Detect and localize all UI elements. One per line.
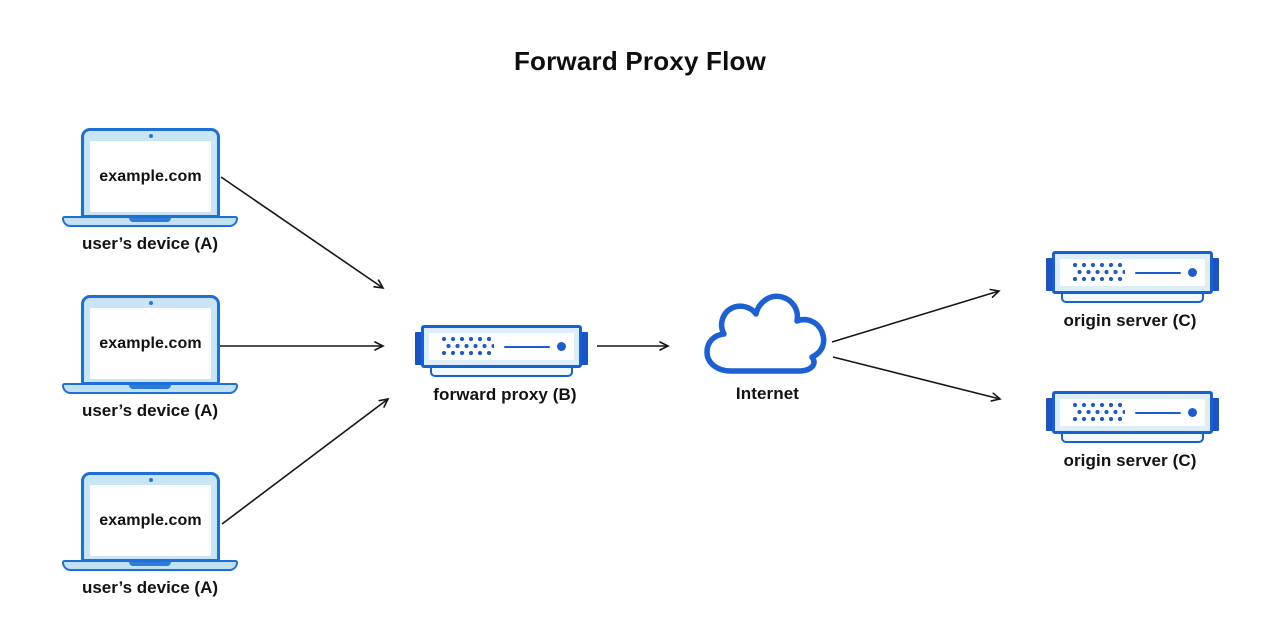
server-side-tab xyxy=(1046,258,1056,291)
server-side-tab xyxy=(415,332,425,365)
arrow-device1-to-proxy xyxy=(220,176,385,290)
forward-proxy-node xyxy=(415,325,588,377)
server-vents-icon xyxy=(442,337,494,356)
camera-dot-icon xyxy=(148,134,153,138)
cloud-icon xyxy=(704,293,827,374)
laptop-base xyxy=(62,383,238,394)
user-device-node-3: example.com user’s device (A) xyxy=(62,472,238,598)
server-side-tab xyxy=(1209,398,1219,431)
laptop-base xyxy=(62,560,238,571)
user-device-node-1: example.com user’s device (A) xyxy=(62,128,238,254)
laptop-icon: example.com xyxy=(81,295,220,385)
origin-server-node-2 xyxy=(1046,391,1219,443)
camera-dot-icon xyxy=(148,478,153,482)
device-screen-text: example.com xyxy=(90,485,211,556)
server-icon xyxy=(1052,251,1213,294)
server-slot-line xyxy=(504,345,550,348)
server-base xyxy=(1061,294,1204,303)
server-power-dot xyxy=(557,342,566,351)
device-label: user’s device (A) xyxy=(81,234,219,253)
server-vents-icon xyxy=(1073,263,1125,282)
server-slot-line xyxy=(1135,411,1181,414)
server-power-dot xyxy=(1188,408,1197,417)
proxy-label: forward proxy (B) xyxy=(433,385,577,404)
server-front-panel xyxy=(429,333,574,360)
server-icon xyxy=(421,325,582,368)
laptop-notch xyxy=(129,218,171,222)
device-label: user’s device (A) xyxy=(81,401,219,420)
server-front-panel xyxy=(1060,399,1205,426)
arrow-device3-to-proxy xyxy=(221,397,390,525)
server-power-dot xyxy=(1188,268,1197,277)
laptop-notch xyxy=(129,385,171,389)
arrow-internet-to-origin2 xyxy=(832,356,1002,402)
laptop-icon: example.com xyxy=(81,128,220,218)
server-front-panel xyxy=(1060,259,1205,286)
server-vents-icon xyxy=(1073,403,1125,422)
internet-label: Internet xyxy=(735,384,800,403)
origin-label-1: origin server (C) xyxy=(1063,311,1197,330)
server-slot-line xyxy=(1135,271,1181,274)
server-base xyxy=(1061,434,1204,443)
server-icon xyxy=(1052,391,1213,434)
server-side-tab xyxy=(1046,398,1056,431)
device-label: user’s device (A) xyxy=(81,578,219,597)
laptop-notch xyxy=(129,562,171,566)
arrow-internet-to-origin1 xyxy=(831,288,1001,343)
device-screen-text: example.com xyxy=(90,308,211,379)
camera-dot-icon xyxy=(148,301,153,305)
server-side-tab xyxy=(578,332,588,365)
device-screen-text: example.com xyxy=(90,141,211,212)
origin-label-2: origin server (C) xyxy=(1063,451,1197,470)
server-base xyxy=(430,368,573,377)
laptop-icon: example.com xyxy=(81,472,220,562)
user-device-node-2: example.com user’s device (A) xyxy=(62,295,238,421)
server-side-tab xyxy=(1209,258,1219,291)
origin-server-node-1 xyxy=(1046,251,1219,303)
laptop-base xyxy=(62,216,238,227)
diagram-title: Forward Proxy Flow xyxy=(513,46,767,76)
